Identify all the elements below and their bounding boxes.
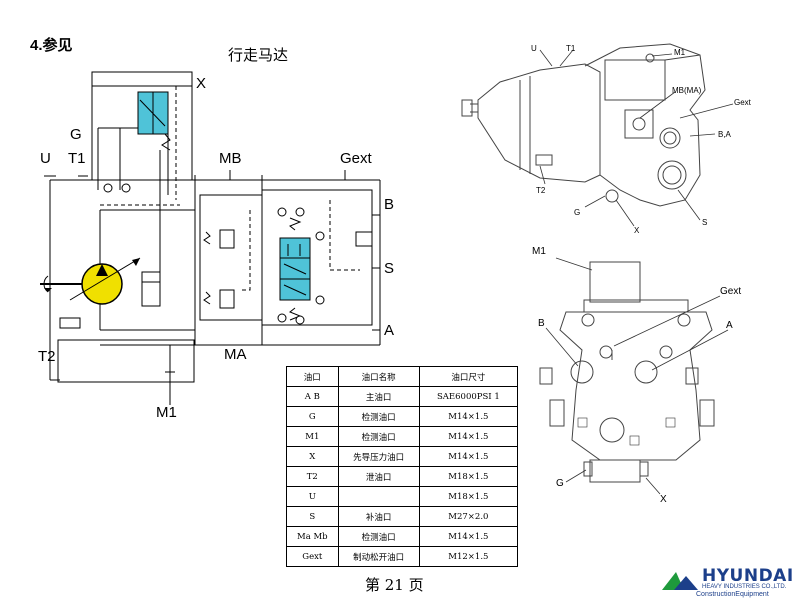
header-port-name: 油口名称 [337, 366, 420, 387]
cell-port: M1 [286, 426, 339, 447]
schematic-label-s: S [384, 260, 395, 277]
cell-size: M12×1.5 [418, 546, 519, 567]
bottom-label-g: G [556, 478, 564, 489]
schematic-label-mb: MB [219, 150, 242, 167]
side-label-b-a: B,A [718, 130, 731, 139]
cell-port: T2 [286, 466, 339, 487]
cell-name: 泄油口 [337, 466, 420, 487]
cell-size: M18×1.5 [418, 486, 519, 507]
cell-size: M14×1.5 [418, 426, 519, 447]
side-label-s: S [702, 218, 708, 227]
side-label-t1: T1 [566, 44, 576, 53]
table-row: U M18×1.5 [286, 486, 519, 507]
table-header-row: 油口 油口名称 油口尺寸 [286, 366, 519, 387]
schematic-label-ma: MA [224, 346, 247, 363]
cell-name: 补油口 [337, 506, 420, 527]
diagram-title: 行走马达 [228, 46, 289, 64]
side-label-m1: M1 [674, 48, 686, 57]
schematic-label-g: G [70, 126, 82, 143]
cell-name [337, 486, 420, 507]
header-port-size: 油口尺寸 [418, 366, 519, 387]
hyundai-logo: HYUNDAI HEAVY INDUSTRIES CO.,LTD. Constr… [662, 566, 794, 598]
cell-size: M18×1.5 [418, 466, 519, 487]
cell-port: Ma Mb [286, 526, 339, 547]
cell-name: 检测油口 [337, 526, 420, 547]
brake-cylinder [141, 271, 161, 307]
cell-port: A B [286, 386, 339, 407]
schematic-label-b: B [384, 196, 395, 213]
page-number: 第 21 页 [365, 576, 424, 594]
cell-size: M14×1.5 [418, 526, 519, 547]
schematic-label-t1: T1 [68, 150, 86, 167]
section-heading: 4.参见 [30, 37, 73, 54]
logo-name: HYUNDAI [702, 566, 794, 586]
cell-port: Gext [286, 546, 339, 567]
cell-port: U [286, 486, 339, 507]
side-label-gext: Gext [734, 98, 751, 107]
schematic-label-m1: M1 [156, 404, 177, 421]
cell-size: M27×2.0 [418, 506, 519, 527]
header-port: 油口 [286, 366, 339, 387]
bottom-label-a: A [726, 320, 733, 331]
cell-name: 制动松开油口 [337, 546, 420, 567]
cell-port: X [286, 446, 339, 467]
logo-division: ConstructionEquipment [696, 591, 769, 598]
cell-port: S [286, 506, 339, 527]
cell-name: 主油口 [337, 386, 420, 407]
schematic-label-gext: Gext [340, 150, 372, 167]
schematic-label-t2: T2 [38, 348, 56, 365]
bottom-label-b: B [538, 318, 545, 329]
bottom-label-gext: Gext [720, 286, 742, 297]
side-label-mb-ma: MB(MA) [672, 86, 702, 95]
cell-port: G [286, 406, 339, 427]
cell-name: 检测油口 [337, 406, 420, 427]
side-label-u: U [531, 44, 537, 53]
side-label-g: G [574, 208, 581, 217]
cell-name: 检测油口 [337, 426, 420, 447]
hyundai-triangle-icon [662, 572, 698, 590]
schematic-label-u: U [40, 150, 51, 167]
side-label-t2: T2 [536, 186, 546, 195]
cell-name: 先导压力油口 [337, 446, 420, 467]
bottom-label-x: X [660, 494, 667, 505]
schematic-label-a: A [384, 322, 395, 339]
side-label-x: X [634, 226, 640, 235]
cell-size: SAE6000PSI 1 [418, 386, 519, 407]
logo-tagline: HEAVY INDUSTRIES CO.,LTD. [702, 584, 787, 590]
bottom-label-m1: M1 [532, 246, 546, 257]
cell-size: M14×1.5 [418, 446, 519, 467]
cell-size: M14×1.5 [418, 406, 519, 427]
schematic-label-x: X [196, 75, 207, 92]
